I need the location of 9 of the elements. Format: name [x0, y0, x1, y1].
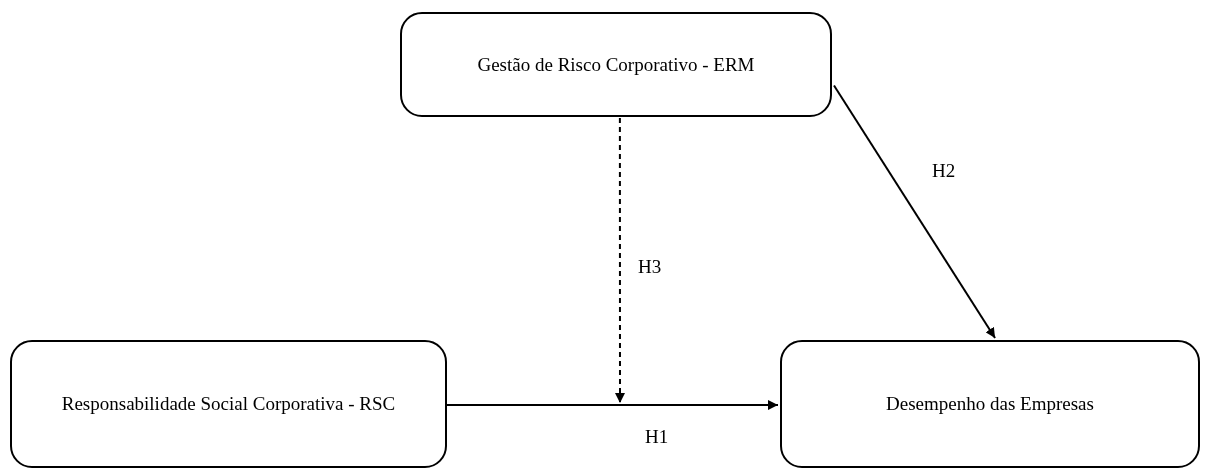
box-label: Responsabilidade Social Corporativa - RSC: [61, 392, 396, 416]
rounded-box: [10, 340, 447, 468]
rounded-box: [400, 12, 832, 117]
arrow: [615, 117, 625, 404]
box-label: Desempenho das Empresas: [886, 392, 1094, 416]
arrow: [833, 84, 997, 339]
rounded-box: [780, 340, 1200, 468]
box-label: Gestão de Risco Corporativo - ERM: [477, 52, 755, 77]
arrow: [446, 400, 779, 410]
